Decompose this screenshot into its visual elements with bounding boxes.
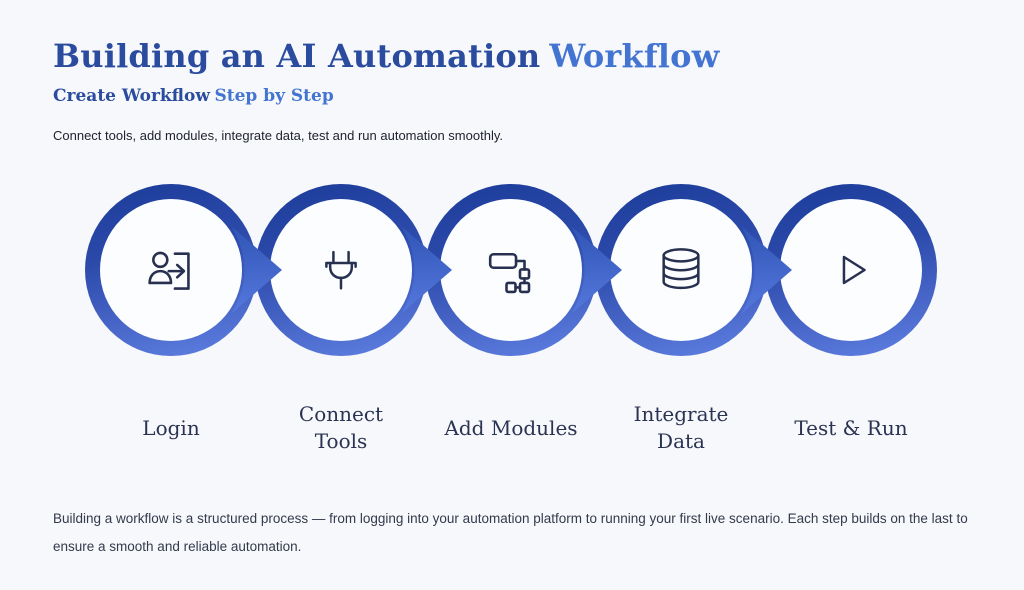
step-circle-inner [440, 199, 582, 341]
page-subtitle-primary: Create Workflow [53, 86, 211, 106]
step-circle-inner [780, 199, 922, 341]
step-label-test-run: Test & Run [794, 415, 908, 440]
footer-text: Building a workflow is a structured proc… [53, 511, 968, 554]
plug-icon [325, 250, 357, 290]
arrow-right-icon [401, 226, 452, 314]
step-circle-add-modules [425, 184, 597, 356]
step-circle-inner [270, 199, 412, 341]
step-label-login: Login [142, 415, 200, 440]
step-circle-login [85, 184, 257, 356]
step-label-integrate-data: Integrate Data [633, 402, 729, 453]
intro-text: Connect tools, add modules, integrate da… [53, 128, 503, 143]
play-icon [842, 255, 866, 285]
page-subtitle-accent: Step by Step [214, 86, 334, 106]
step-circle-inner [610, 199, 752, 341]
step-circle-inner [100, 199, 242, 341]
step-label-add-modules: Add Modules [444, 415, 578, 440]
login-icon [148, 251, 190, 290]
database-icon [662, 248, 700, 290]
arrow-right-icon [231, 226, 282, 314]
step-circle-test-run [765, 184, 937, 356]
page-title-primary: Building an AI Automation [53, 37, 541, 75]
arrow-right-icon [741, 226, 792, 314]
arrow-right-icon [571, 226, 622, 314]
modules-icon [488, 252, 531, 294]
step-circle-integrate-data [595, 184, 767, 356]
step-label-connect-tools: Connect Tools [298, 402, 384, 453]
step-circle-connect-tools [255, 184, 427, 356]
page-title-accent: Workflow [549, 37, 720, 75]
